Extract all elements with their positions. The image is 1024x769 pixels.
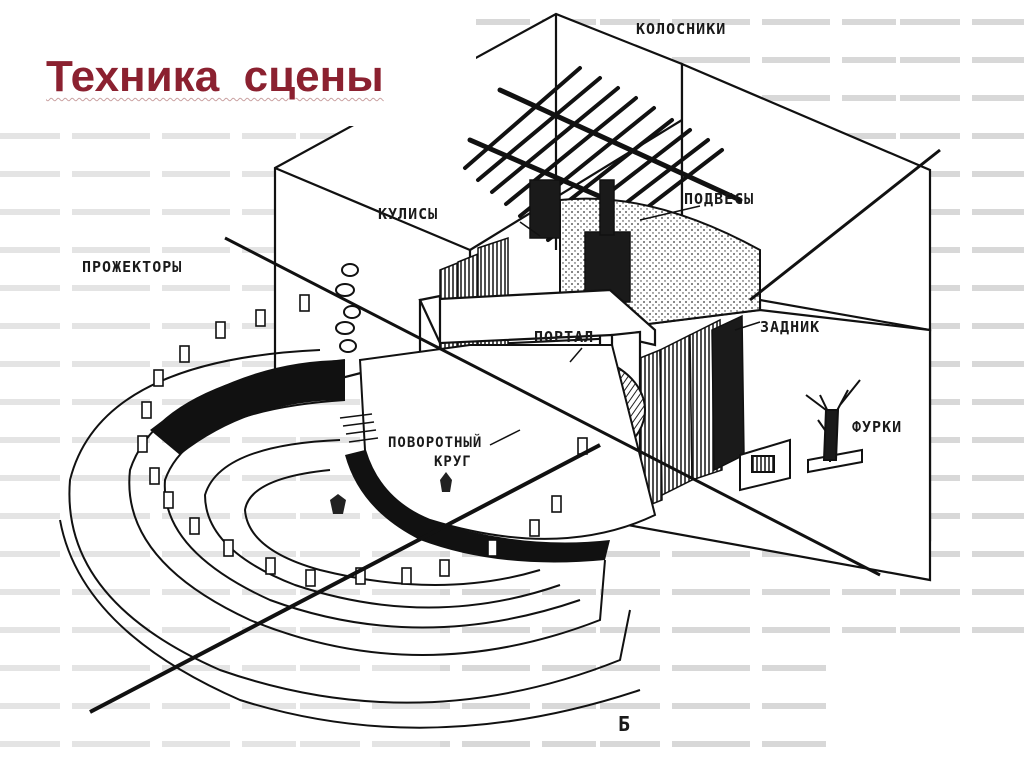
label-povorotny-krug-line1: ПОВОРОТНЫЙ	[388, 435, 483, 451]
wings-right	[634, 314, 745, 512]
label-kulisy: КУЛИСЫ	[378, 205, 439, 223]
axis-line-rear	[749, 148, 941, 302]
label-portal: ПОРТАЛ	[534, 328, 595, 346]
axis-line-horizontal	[224, 236, 881, 577]
spotlight-tower	[335, 263, 361, 353]
balcony-front	[150, 360, 345, 455]
label-prozhektory: ПРОЖЕКТОРЫ	[82, 258, 183, 276]
label-zadnik: ЗАДНИК	[760, 318, 821, 336]
page-title: Техника сцены	[46, 52, 384, 101]
label-podvesy: ПОДВЕСЫ	[684, 190, 755, 208]
title-background	[8, 0, 476, 126]
figure-letter: Б	[618, 712, 632, 736]
leader-lines	[489, 205, 761, 446]
orchestra-pit-wall	[345, 450, 610, 563]
spotlights	[137, 294, 588, 587]
forestage-stairs	[339, 413, 379, 443]
label-furki: ФУРКИ	[852, 418, 903, 436]
scenery-wagon	[739, 379, 863, 492]
corner-patch	[826, 650, 1024, 769]
axis-line-diagonal	[89, 443, 601, 714]
label-kolosniki: КОЛОСНИКИ	[636, 20, 727, 38]
forestage	[358, 344, 657, 540]
performers	[330, 472, 452, 514]
auditorium-rows	[59, 349, 641, 729]
label-povorotny-krug-line2: КРУГ	[434, 454, 472, 470]
